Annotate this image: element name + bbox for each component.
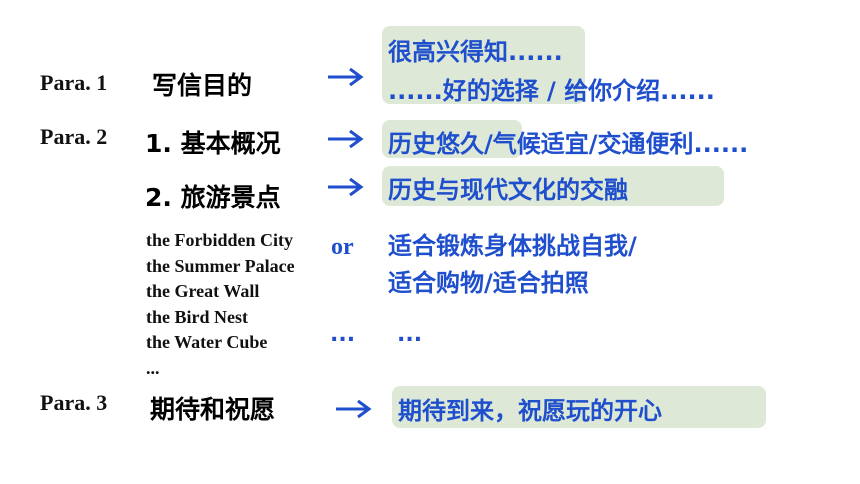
place-item: the Great Wall <box>146 281 260 301</box>
para1-line2-rest: 给你介绍...... <box>564 77 715 105</box>
para2-label: Para. 2 <box>40 124 108 149</box>
or-label: or <box>331 234 354 260</box>
para2-detail2: 历史与现代文化的交融 <box>388 176 628 204</box>
arrow-right-icon <box>334 398 374 420</box>
highlight-box-para2-detail2 <box>382 166 724 206</box>
para2-heading1: 1. 基本概况 <box>145 129 281 158</box>
arrow-right-icon <box>326 176 366 198</box>
para2-detail1: 历史悠久/气候适宜/交通便利...... <box>388 124 748 159</box>
para2-alt-line2: 适合购物/适合拍照 <box>388 269 589 297</box>
para3-heading: 期待和祝愿 <box>150 395 276 424</box>
para2-heading2: 2. 旅游景点 <box>145 183 281 212</box>
arrow-right-icon <box>326 66 366 88</box>
dots-right: ... <box>397 322 423 347</box>
para1-line2-highlight: ......好的选择 / <box>388 77 565 105</box>
place-item: ... <box>146 357 160 378</box>
place-item: the Forbidden City <box>146 230 294 250</box>
para2-detail1-highlight: 历史悠久 <box>388 130 484 158</box>
para1-line1: 很高兴得知...... <box>388 38 563 66</box>
place-item: the Summer Palace <box>146 255 295 276</box>
para3-label: Para. 3 <box>40 390 108 415</box>
para1-heading: 写信目的 <box>152 71 253 100</box>
place-item: the Bird Nest <box>146 306 248 327</box>
places-list: the Forbidden City the Summer Palace the… <box>146 228 295 381</box>
dots-left: ... <box>330 322 356 347</box>
arrow-right-icon <box>326 128 366 150</box>
para3-detail: 期待到来，祝愿玩的开心 <box>398 397 662 425</box>
para1-line2: ......好的选择 / 给你介绍...... <box>388 71 715 106</box>
para2-detail1-rest: /气候适宜/交通便利...... <box>484 130 749 158</box>
para2-alt-line1: 适合锻炼身体挑战自我/ <box>388 232 637 260</box>
highlight-box-para2-detail1 <box>382 120 522 158</box>
highlight-box-para1 <box>382 26 585 104</box>
highlight-box-para3 <box>392 386 766 428</box>
para1-label: Para. 1 <box>40 70 108 95</box>
place-item: the Water Cube <box>146 332 268 352</box>
